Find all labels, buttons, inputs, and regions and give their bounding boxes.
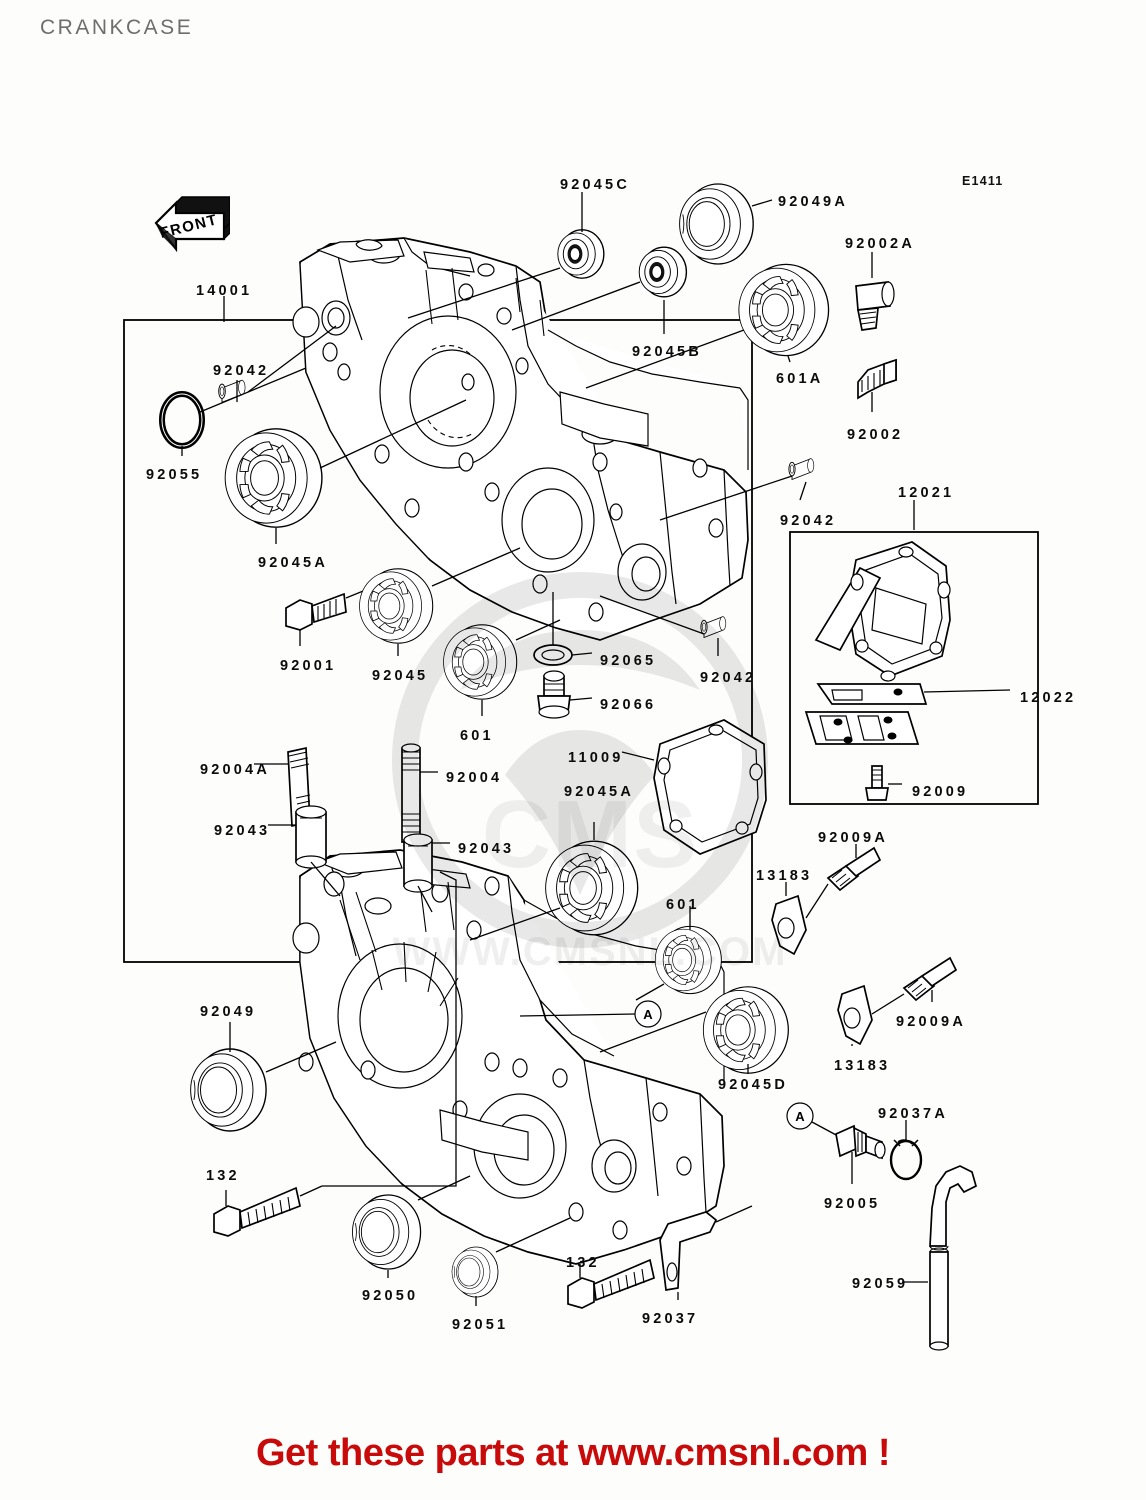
part-label-bearing-92045a-upper: 92045A — [258, 555, 328, 571]
fitting-92005-part — [835, 1124, 886, 1160]
part-label-plug-92066: 92066 — [600, 697, 657, 713]
pin-92042-ru-part — [788, 458, 815, 480]
pin-92042-left-part — [218, 379, 246, 403]
part-label-stud-92004: 92004 — [446, 770, 503, 786]
part-label-bearing-601a: 601A — [776, 371, 824, 387]
upper-crankcase-half — [292, 237, 749, 641]
clamp-92037a-part — [889, 1139, 923, 1181]
oil-seal-92049-part — [189, 1048, 267, 1132]
part-label-pin-92042-right-lower: 92042 — [700, 670, 757, 686]
gasket-92065-part — [533, 644, 573, 666]
bearing-92045b-part — [638, 246, 688, 298]
bearing-92045c-part — [557, 229, 605, 279]
part-label-bearing-92045c: 92045C — [560, 177, 630, 193]
part-label-bearing-92045b: 92045B — [632, 344, 702, 360]
part-label-plate-13183-lower: 13183 — [834, 1058, 891, 1074]
part-label-oil-seal-92050: 92050 — [362, 1288, 419, 1304]
part-label-pin-92043-left: 92043 — [214, 823, 271, 839]
plate-13183-lower-part — [837, 984, 873, 1046]
part-label-pin-92043-right: 92043 — [458, 841, 515, 857]
part-label-stud-92004a: 92004A — [200, 762, 270, 778]
bearing-92045a-upper-part — [224, 428, 323, 528]
gasket-11009-part — [653, 719, 767, 855]
o-ring-92055-part — [159, 391, 205, 449]
part-label-bolt-132-right: 132 — [566, 1255, 600, 1271]
bearing-92045-part — [359, 568, 434, 644]
plug-92002-part — [857, 358, 897, 400]
bolt-132-left-part — [213, 1186, 301, 1237]
screw-92009a-lower-part — [902, 956, 958, 1002]
stud-92004a-part — [287, 746, 311, 828]
bearing-601-upper-part — [443, 624, 518, 700]
assembly-group-frame — [123, 319, 753, 963]
part-label-pin-92042-right-upper: 92042 — [780, 513, 837, 529]
part-label-bolt-132-left: 132 — [206, 1168, 240, 1184]
bearing-92045d-part — [702, 986, 789, 1074]
lower-crankcase-half — [292, 849, 725, 1265]
oil-seal-92049a-part — [678, 183, 754, 265]
front-arrow-icon: FRONT — [142, 193, 231, 265]
part-label-screw-92009a-lower: 92009A — [896, 1014, 966, 1030]
part-label-bearing-601-upper: 601 — [460, 728, 494, 744]
tube-92059-part — [929, 1165, 978, 1351]
reed-plate-12022-part — [804, 683, 928, 745]
pin-92043-right-part — [403, 833, 433, 893]
part-label-clamp-92037a: 92037A — [878, 1106, 948, 1122]
plug-92066-part — [537, 670, 571, 719]
diagram-reference-code: E1411 — [962, 174, 1004, 188]
part-label-screw-92009a-upper: 92009A — [818, 830, 888, 846]
part-label-bolt-92002a: 92002A — [845, 236, 915, 252]
callout-marker-a-top: A — [643, 1007, 653, 1022]
footer-cta: Get these parts at www.cmsnl.com ! — [255, 1432, 891, 1474]
part-label-oil-seal-92049: 92049 — [200, 1004, 257, 1020]
callout-marker-a-bottom: A — [795, 1109, 805, 1124]
screw-92009a-upper-part — [826, 846, 882, 892]
part-label-clamp-92037: 92037 — [642, 1311, 699, 1327]
bolt-92002a-part — [855, 281, 895, 331]
part-label-bearing-92045: 92045 — [372, 668, 429, 684]
part-label-oil-seal-92051: 92051 — [452, 1317, 509, 1333]
bolt-92001-part — [285, 592, 347, 631]
part-label-o-ring-92055: 92055 — [146, 467, 203, 483]
part-label-screw-92009: 92009 — [912, 784, 969, 800]
part-label-reed-valve-assembly-12021: 12021 — [898, 485, 955, 501]
part-label-plate-13183-upper: 13183 — [756, 868, 813, 884]
reed-valve-group-frame — [789, 531, 1039, 805]
part-label-reed-valve-12022: 12022 — [1020, 690, 1077, 706]
part-label-gasket-92065: 92065 — [600, 653, 657, 669]
oil-seal-92051-part — [451, 1246, 499, 1298]
bearing-601-lower-part — [654, 925, 722, 995]
plate-13183-upper-part — [771, 894, 807, 956]
bearing-92045a-lower-part — [544, 840, 639, 936]
pin-92043-left-part — [295, 805, 327, 869]
part-label-oil-seal-92049a: 92049A — [778, 194, 848, 210]
part-label-tube-92059: 92059 — [852, 1276, 909, 1292]
part-label-bearing-92045d: 92045D — [718, 1077, 788, 1093]
stud-92004-part — [401, 743, 421, 843]
callout-marker-a-bottom-circle — [786, 1102, 814, 1130]
part-label-bearing-92045a-lower: 92045A — [564, 784, 634, 800]
screw-92009-part — [864, 765, 890, 801]
reed-valve-body-part — [814, 541, 951, 682]
clamp-92037-part — [659, 1211, 718, 1291]
bearing-601a-part — [738, 263, 830, 357]
page-title: CRANKCASE — [40, 16, 194, 39]
part-label-bearing-601-lower: 601 — [666, 897, 700, 913]
pin-92042-rl-part — [700, 616, 727, 638]
oil-seal-92050-part — [351, 1194, 422, 1270]
part-label-pin-92042-left: 92042 — [213, 363, 270, 379]
watermark-url: WWW.CMSNL.COM — [392, 930, 788, 974]
part-label-bolt-92001: 92001 — [280, 658, 337, 674]
part-label-fitting-92005: 92005 — [824, 1196, 881, 1212]
part-label-crankcase-assembly: 14001 — [196, 283, 253, 299]
part-label-gasket-11009: 11009 — [568, 750, 624, 766]
part-label-plug-92002: 92002 — [847, 427, 904, 443]
